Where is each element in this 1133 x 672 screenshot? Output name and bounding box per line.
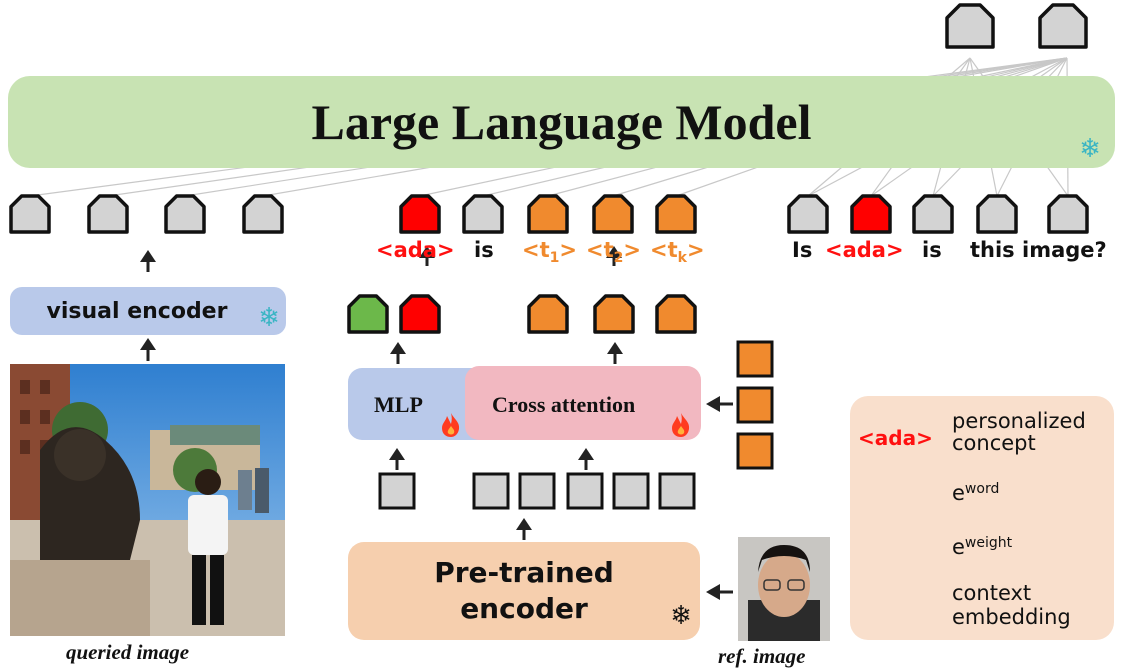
word-token: [850, 194, 892, 234]
mlp-label: MLP: [374, 392, 423, 417]
legend-concept-line1: personalized: [952, 409, 1086, 433]
input-square: [612, 472, 650, 510]
context-square: [736, 432, 774, 470]
visual-token: [87, 194, 129, 234]
text-token: [912, 194, 954, 234]
t2-close: >: [623, 238, 641, 262]
token-label-is-right: is: [922, 238, 942, 262]
token-label-Is: Is: [792, 238, 813, 262]
t1-text: <t: [522, 238, 550, 262]
visual-token: [164, 194, 206, 234]
context-embedding-token: [527, 294, 569, 334]
context-square: [736, 340, 774, 378]
visual-token: [242, 194, 284, 234]
text-token: [976, 194, 1018, 234]
output-token: [945, 3, 995, 49]
legend-word-base: e: [952, 481, 965, 505]
token-label-ada: <ada>: [376, 238, 455, 262]
tk-sub: k: [677, 250, 687, 267]
output-token: [1038, 3, 1088, 49]
cross-attention-label: Cross attention: [492, 392, 636, 417]
input-square: [566, 472, 604, 510]
visual-encoder-label: visual encoder: [46, 298, 228, 324]
token-label-t1: <t1>: [522, 238, 577, 270]
token-label-this-image: this image?: [970, 238, 1107, 262]
word-embedding-token: [399, 294, 441, 334]
legend-ada-label: <ada>: [858, 426, 933, 450]
tk-text: <t: [650, 238, 678, 262]
legend-word-sup: word: [964, 481, 1000, 497]
input-square: [658, 472, 696, 510]
cross-attention-box: [465, 366, 701, 440]
legend-weight-label: eweight: [952, 532, 1012, 558]
token-label-ada-right: <ada>: [825, 238, 904, 262]
context-embedding-token: [655, 294, 697, 334]
legend-weight-base: e: [952, 535, 965, 559]
t1-close: >: [559, 238, 577, 262]
flame-icon: [442, 413, 460, 437]
flame-icon: [672, 413, 690, 437]
snowflake-icon: ❄: [258, 303, 280, 333]
legend-context-line1: context: [952, 581, 1032, 605]
text-token: [787, 194, 829, 234]
token-shapes: [9, 3, 1089, 619]
legend-context-line2: embedding: [952, 605, 1071, 629]
input-square: [518, 472, 556, 510]
weight-embedding-token: [347, 294, 389, 334]
token-label-t2: <t2>: [586, 238, 641, 270]
llm-title: Large Language Model: [311, 94, 812, 150]
pretrained-encoder-line2: encoder: [460, 592, 588, 625]
context-square: [736, 386, 774, 424]
text-token: [462, 194, 504, 234]
legend-word-label: eword: [952, 478, 999, 504]
visual-encoder-box: visual encoder ❄: [10, 287, 286, 335]
t2-text: <t: [586, 238, 614, 262]
word-token: [399, 194, 441, 234]
queried-image-caption: queried image: [66, 640, 190, 664]
ref-image-caption: ref. image: [718, 644, 806, 668]
token-label-tk: <tk>: [650, 238, 705, 270]
context-embedding-token: [593, 294, 635, 334]
legend-concept-line2: concept: [952, 431, 1036, 455]
tk-close: >: [686, 238, 705, 262]
context-token: [592, 194, 634, 234]
queried-image: [10, 364, 285, 636]
text-token: [1047, 194, 1089, 234]
legend-weight-sup: weight: [964, 535, 1013, 551]
input-square: [378, 472, 416, 510]
visual-token: [9, 194, 51, 234]
ref-image: [738, 537, 830, 641]
context-token: [655, 194, 697, 234]
flow-arrows: [140, 246, 733, 600]
snowflake-icon: ❄: [1079, 134, 1101, 164]
snowflake-icon: ❄: [670, 601, 692, 631]
t1-sub: 1: [549, 250, 560, 267]
input-square: [472, 472, 510, 510]
token-label-is: is: [474, 238, 494, 262]
legend: <ada> personalized concept eword eweight…: [850, 396, 1114, 640]
t2-sub: 2: [613, 250, 624, 267]
context-token: [527, 194, 569, 234]
llm-box: Large Language Model ❄: [8, 76, 1115, 168]
pretrained-encoder-line1: Pre-trained: [434, 556, 614, 589]
